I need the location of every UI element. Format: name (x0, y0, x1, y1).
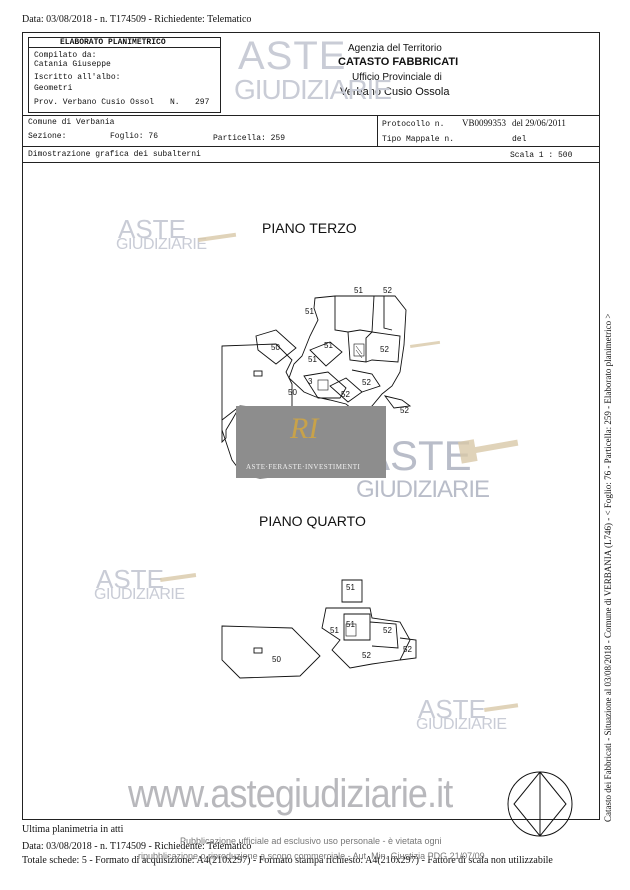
sub-label: 51 (308, 355, 317, 364)
foglio: Foglio: 76 (110, 132, 159, 141)
agency-line2: CATASTO FABBRICATI (338, 56, 459, 68)
sub-label: 51 (346, 583, 355, 592)
sub-label: 52 (362, 651, 371, 660)
document-frame (22, 32, 600, 820)
tipo-del: del (512, 135, 527, 144)
floor-title-terzo: PIANO TERZO (262, 220, 357, 236)
sub-label: 52 (403, 645, 412, 654)
watermark-logo: RI ASTE·FERASTE·INVESTIMENTI (236, 406, 386, 478)
prov-n-value: 297 (195, 98, 210, 107)
ultima-planimetria: Ultima planimetria in atti (22, 824, 124, 835)
protocollo-date: del 29/06/2011 (512, 118, 566, 128)
sub-label: 52 (362, 378, 371, 387)
protocollo-label: Protocollo n. (382, 120, 445, 129)
agency-line3: Ufficio Provinciale di (352, 72, 442, 83)
sub-label: 52 (380, 345, 389, 354)
giudiziarie-watermark: GIUDIZIARIE (416, 716, 507, 733)
sub-label: 50 (271, 343, 280, 352)
sub-label: 52 (341, 390, 350, 399)
iscritto-value: Geometri (34, 84, 73, 93)
doc-title: ELABORATO PLANIMETRICO (60, 38, 166, 47)
footer-request-line: Data: 03/08/2018 - n. T174509 - Richiede… (22, 841, 252, 852)
iscritto-label: Iscritto all'albo: (34, 73, 121, 82)
publication-notice-2: ripubblicazione o riproduzione a scopo c… (138, 851, 485, 861)
aste-watermark: ASTE (418, 694, 486, 724)
giudiziarie-watermark: GIUDIZIARIE (356, 476, 490, 503)
sub-label: 52 (383, 626, 392, 635)
sub-label: 51 (330, 626, 339, 635)
tipo-mappale: Tipo Mappale n. (382, 135, 455, 144)
giudiziarie-watermark: GIUDIZIARIE (234, 74, 392, 105)
footer-totale-line: Totale schede: 5 - Formato di acquisizio… (22, 855, 553, 866)
website-watermark: www.astegiudiziarie.it (128, 772, 453, 816)
agency-line1: Agenzia del Territorio (348, 43, 442, 54)
sub-label: 52 (383, 286, 392, 295)
scala: Scala 1 : 500 (510, 151, 573, 160)
particella: Particella: 259 (213, 134, 286, 143)
giudiziarie-watermark: GIUDIZIARIE (94, 586, 185, 603)
aste-watermark: ASTE (96, 564, 164, 594)
sub-label: 3 (308, 377, 313, 386)
sezione-label: Sezione: (28, 132, 67, 141)
logo-letters: RI (290, 412, 319, 445)
sub-label: 51 (324, 341, 333, 350)
compilato-name: Catania Giuseppe (34, 60, 111, 69)
sub-label: 51 (346, 620, 355, 629)
dimostrazione: Dimostrazione grafica dei subalterni (28, 150, 201, 159)
side-caption: Catasto dei Fabbricati - Situazione al 0… (603, 313, 613, 822)
floor-title-quarto: PIANO QUARTO (259, 513, 366, 529)
sub-label: 50 (272, 655, 281, 664)
aste-watermark: ASTE (118, 214, 186, 244)
prov-n-label: N. (170, 98, 180, 107)
prov-label: Prov. Verbano Cusio Ossol (34, 98, 155, 107)
aste-watermark: ASTE (238, 34, 347, 78)
agency-line4: Verbano Cusio Ossola (340, 86, 450, 98)
sub-label: 51 (354, 286, 363, 295)
north-arrow-icon (507, 771, 573, 837)
logo-caption: ASTE·FERASTE·INVESTIMENTI (246, 463, 361, 471)
sub-label: 51 (305, 307, 314, 316)
protocollo-value: VB0099353 (462, 118, 507, 128)
comune: Comune di Verbania (28, 118, 115, 127)
compilato-box (28, 37, 221, 113)
sub-label: 52 (400, 406, 409, 415)
request-line: Data: 03/08/2018 - n. T174509 - Richiede… (22, 14, 252, 25)
plan-quarto (221, 579, 417, 679)
giudiziarie-watermark: GIUDIZIARIE (116, 236, 207, 253)
publication-notice-1: Pubblicazione ufficiale ad esclusivo uso… (180, 836, 442, 846)
compilato-label: Compilato da: (34, 51, 97, 60)
sub-label: 50 (288, 388, 297, 397)
